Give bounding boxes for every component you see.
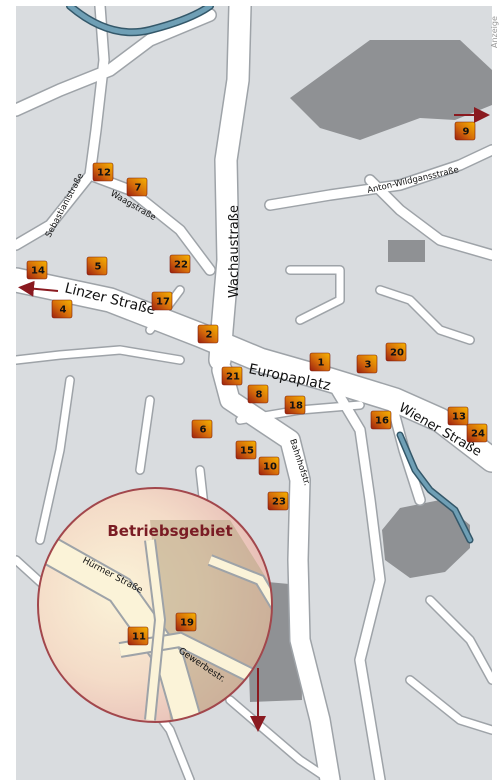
marker-24[interactable]: 24	[466, 423, 488, 443]
marker-10[interactable]: 10	[258, 456, 280, 476]
marker-number: 10	[263, 462, 277, 473]
marker-7[interactable]: 7	[126, 177, 148, 197]
marker-11[interactable]: 11	[127, 626, 149, 646]
marker-number: 4	[60, 305, 67, 316]
marker-22[interactable]: 22	[169, 254, 191, 274]
marker-13[interactable]: 13	[447, 406, 469, 426]
marker-number: 6	[200, 425, 207, 436]
side-note: Anzeige	[490, 16, 499, 48]
arrow-west	[18, 280, 59, 297]
marker-number: 1	[318, 358, 325, 369]
marker-9[interactable]: 9	[454, 121, 476, 141]
marker-16[interactable]: 16	[370, 410, 392, 430]
label-wachaustrasse: Wachaustraße	[227, 205, 242, 298]
marker-number: 24	[471, 429, 485, 440]
river	[66, 6, 474, 544]
marker-number: 8	[256, 390, 263, 401]
marker-number: 21	[226, 372, 240, 383]
marker-18[interactable]: 18	[284, 395, 306, 415]
marker-19[interactable]: 19	[175, 612, 197, 632]
inset-title: Betriebsgebiet	[107, 522, 232, 540]
marker-5[interactable]: 5	[86, 256, 108, 276]
marker-number: 17	[156, 297, 170, 308]
marker-number: 22	[174, 260, 188, 271]
marker-number: 7	[135, 183, 142, 194]
map-area: Linzer Straße Europaplatz Wiener Straße …	[16, 6, 492, 780]
marker-4[interactable]: 4	[51, 299, 73, 319]
marker-number: 20	[390, 348, 404, 359]
marker-8[interactable]: 8	[247, 384, 269, 404]
marker-number: 16	[375, 416, 389, 427]
marker-3[interactable]: 3	[356, 354, 378, 374]
marker-23[interactable]: 23	[267, 491, 289, 511]
marker-12[interactable]: 12	[92, 162, 114, 182]
marker-number: 11	[132, 632, 146, 643]
marker-number: 15	[240, 446, 254, 457]
marker-number: 23	[272, 497, 286, 508]
marker-number: 9	[463, 127, 470, 138]
marker-15[interactable]: 15	[235, 440, 257, 460]
marker-number: 18	[289, 401, 303, 412]
marker-number: 19	[180, 618, 194, 629]
marker-14[interactable]: 14	[26, 260, 48, 280]
marker-number: 14	[31, 266, 45, 277]
marker-number: 3	[365, 360, 372, 371]
marker-number: 2	[206, 330, 213, 341]
marker-1[interactable]: 1	[309, 352, 331, 372]
marker-20[interactable]: 20	[385, 342, 407, 362]
marker-6[interactable]: 6	[191, 419, 213, 439]
marker-number: 13	[452, 412, 466, 423]
marker-17[interactable]: 17	[151, 291, 173, 311]
marker-number: 5	[95, 262, 102, 273]
marker-2[interactable]: 2	[197, 324, 219, 344]
inset-map: Betriebsgebiet Hürmer Straße Gewerbestr.	[37, 487, 273, 723]
marker-21[interactable]: 21	[221, 366, 243, 386]
marker-number: 12	[97, 168, 111, 179]
